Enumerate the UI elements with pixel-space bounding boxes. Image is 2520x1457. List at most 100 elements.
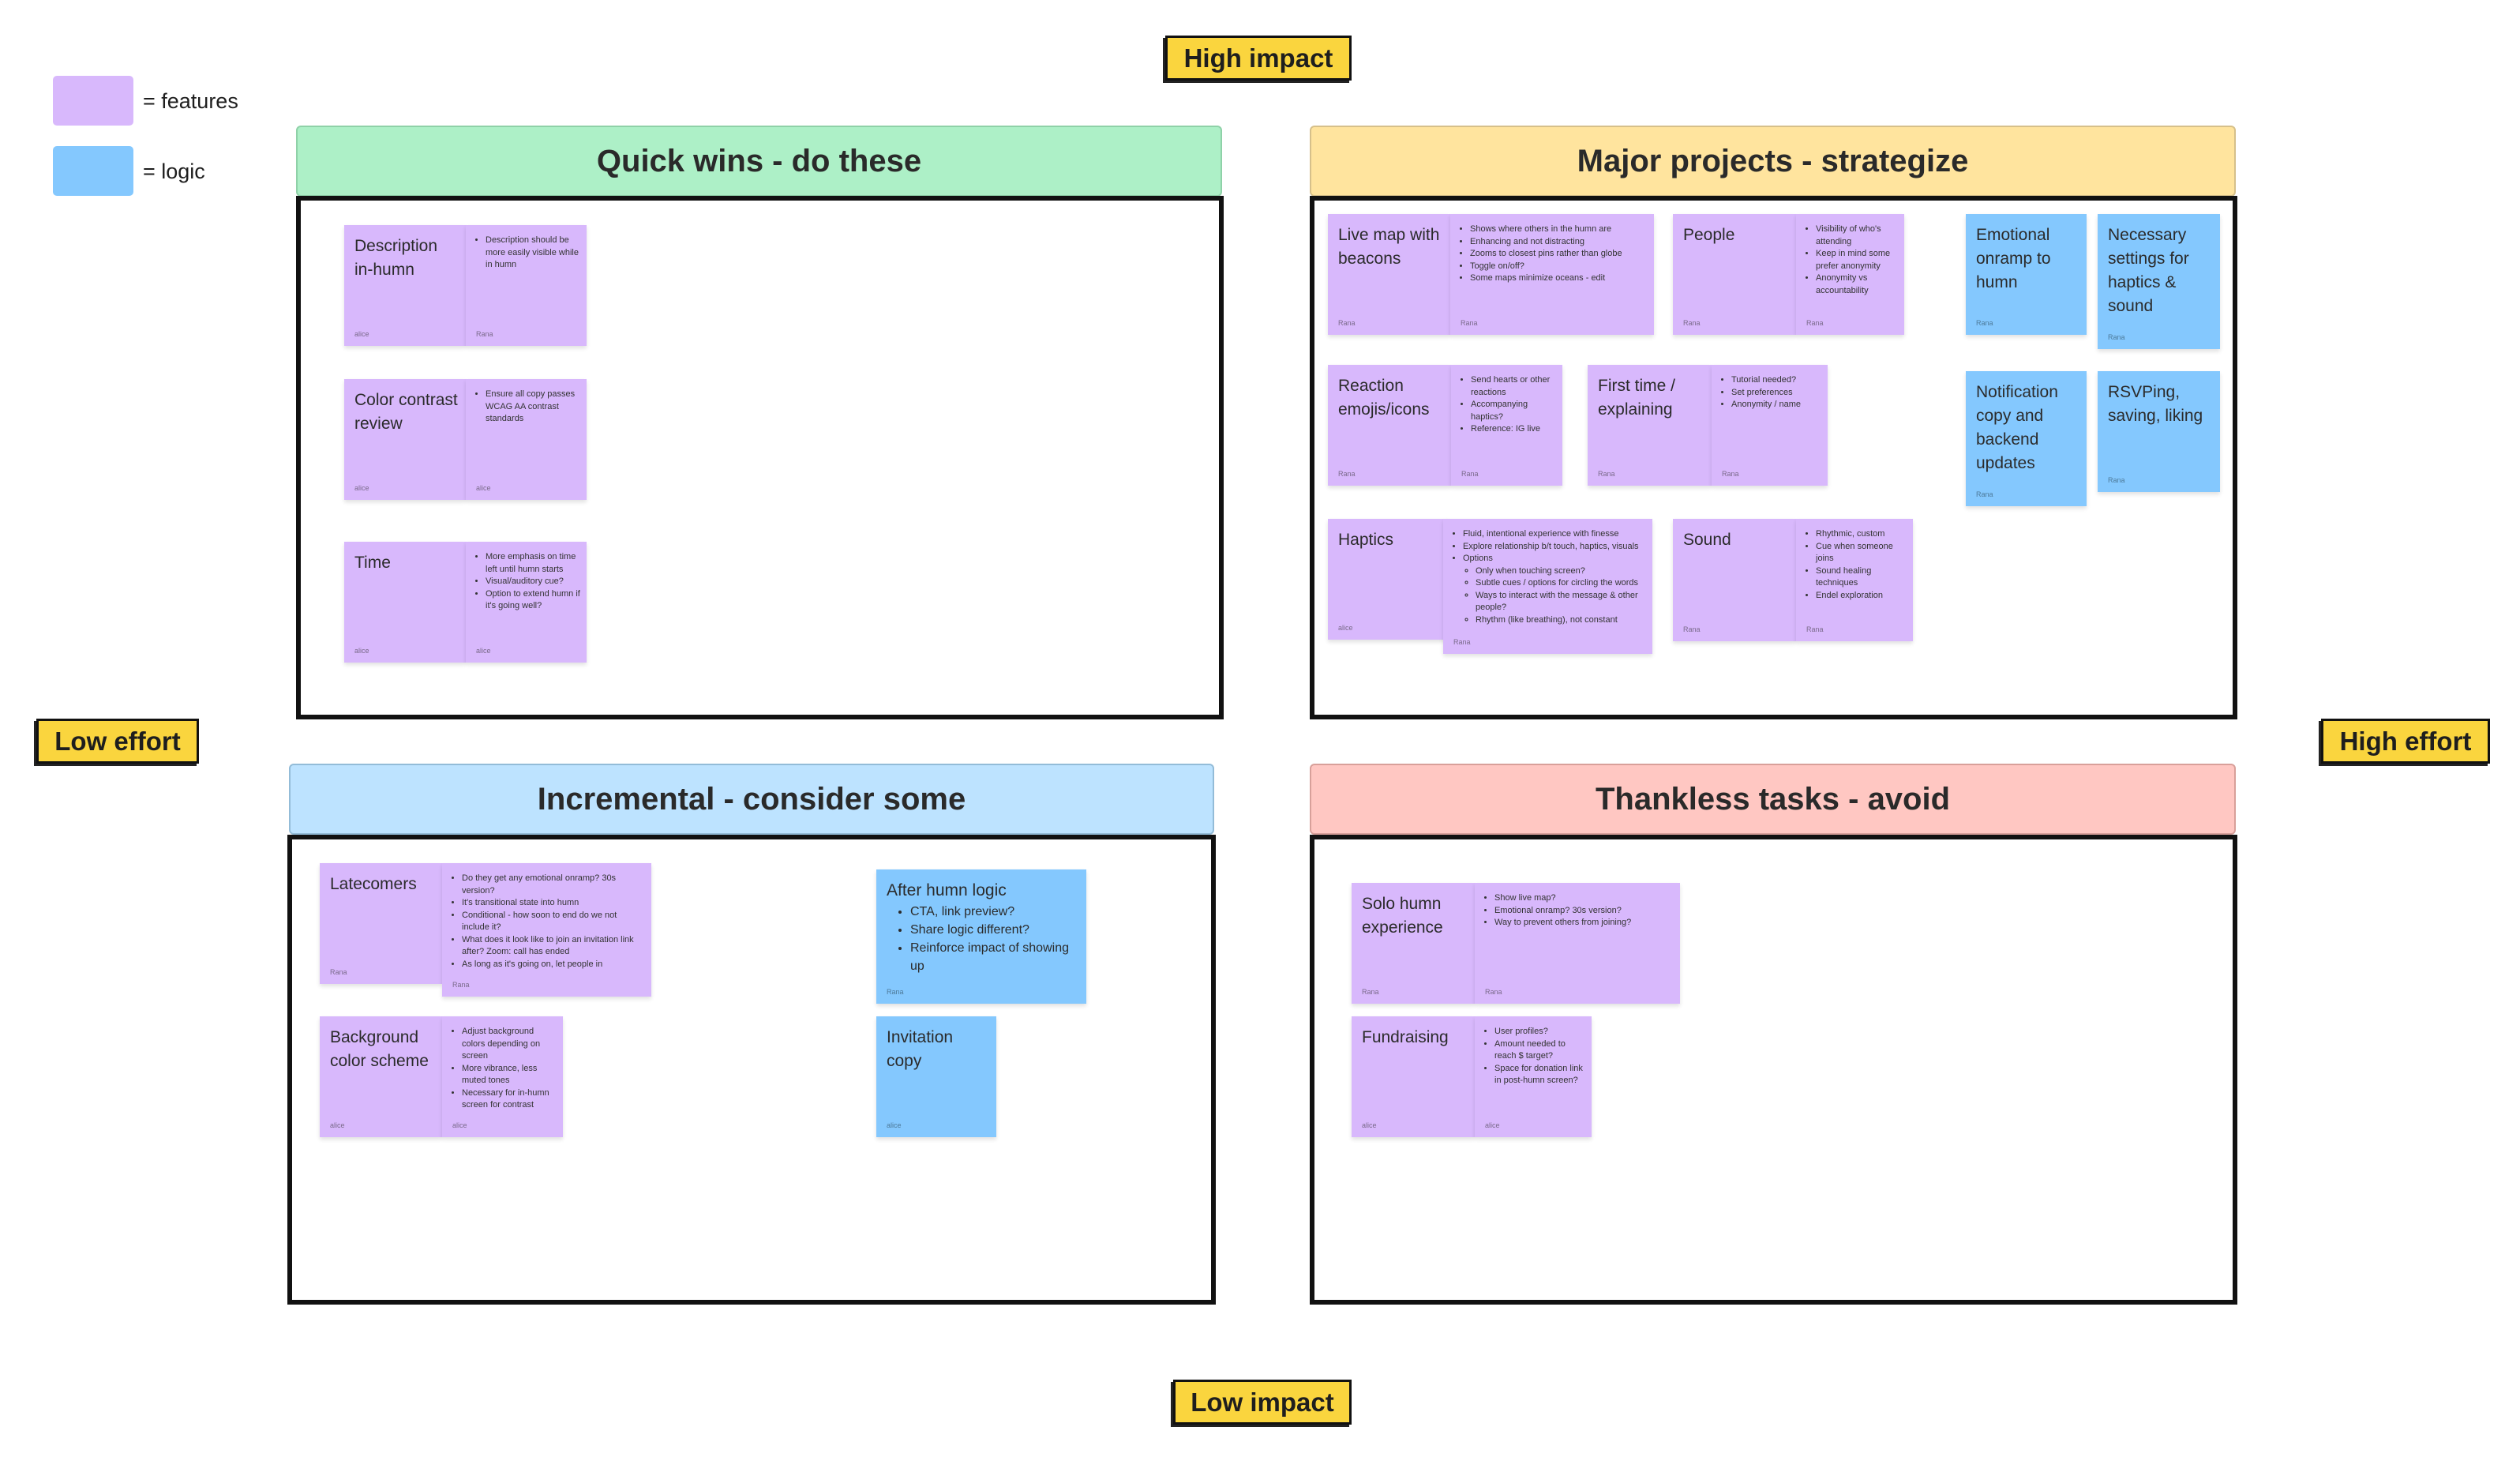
high-effort-label: High effort bbox=[2321, 719, 2490, 764]
bullet-item: More emphasis on time left until humn st… bbox=[486, 551, 582, 576]
note-title-text: After humn logic bbox=[887, 881, 1007, 899]
bullet-list: Send hearts or other reactionsAccompanyi… bbox=[1451, 374, 1558, 436]
note-title: Solo humn experience bbox=[1362, 895, 1443, 937]
note-author: Rana bbox=[1806, 625, 1824, 633]
bullet-item: Emotional onramp? 30s version? bbox=[1494, 905, 1675, 918]
note-title: After humn logicCTA, link preview?Share … bbox=[887, 879, 1080, 975]
bullet-text: Options bbox=[1463, 554, 1493, 563]
note-author: alice bbox=[1362, 1121, 1377, 1129]
bullet-item: Fluid, intentional experience with fines… bbox=[1463, 528, 1648, 541]
bullet-list: Fluid, intentional experience with fines… bbox=[1443, 528, 1648, 626]
bullet-list: Shows where others in the humn areEnhanc… bbox=[1450, 223, 1649, 285]
bullet-item: Enhancing and not distracting bbox=[1470, 236, 1649, 249]
note-author: Rana bbox=[1461, 319, 1478, 327]
note-author: Rana bbox=[452, 981, 470, 989]
sticky-note-details-sound[interactable]: Rhythmic, customCue when someone joinsSo… bbox=[1796, 519, 1913, 641]
note-author: Rana bbox=[887, 988, 904, 996]
bullet-list: CTA, link preview?Share logic different?… bbox=[887, 903, 1080, 975]
bullet-item: Option to extend humn if it's going well… bbox=[486, 588, 582, 613]
note-author: Rana bbox=[1806, 319, 1824, 327]
bullet-item: Endel exploration bbox=[1816, 590, 1908, 603]
note-author: Rana bbox=[2108, 476, 2125, 484]
sticky-note-details-live-map-with-beacons[interactable]: Shows where others in the humn areEnhanc… bbox=[1450, 214, 1654, 335]
note-title: Live map with beacons bbox=[1338, 226, 1440, 268]
sticky-note-details-people[interactable]: Visibility of who's attendingKeep in min… bbox=[1796, 214, 1904, 335]
bullet-item: Set preferences bbox=[1731, 387, 1823, 400]
bullet-item: Some maps minimize oceans - edit bbox=[1470, 272, 1649, 285]
sub-bullet-list: Only when touching screen?Subtle cues / … bbox=[1463, 565, 1648, 627]
note-author: Rana bbox=[1338, 470, 1356, 478]
sticky-note-details-fundraising[interactable]: User profiles?Amount needed to reach $ t… bbox=[1475, 1016, 1592, 1137]
note-author: alice bbox=[1485, 1121, 1500, 1129]
bullet-item: User profiles? bbox=[1494, 1026, 1587, 1038]
note-author: alice bbox=[1338, 624, 1353, 632]
note-title: Color contrast review bbox=[354, 391, 458, 433]
quick-wins-header: Quick wins - do these bbox=[296, 126, 1222, 197]
sticky-note-details-time[interactable]: More emphasis on time left until humn st… bbox=[466, 542, 587, 663]
sticky-note-details-description-in-humn[interactable]: Description should be more easily visibl… bbox=[466, 225, 587, 346]
sticky-note-details-solo-humn-experience[interactable]: Show live map?Emotional onramp? 30s vers… bbox=[1475, 883, 1680, 1004]
note-title: Invitation copy bbox=[887, 1028, 954, 1070]
bullet-item: CTA, link preview? bbox=[910, 903, 1080, 921]
note-author: Rana bbox=[1976, 319, 1993, 327]
note-title: RSVPing, saving, liking bbox=[2108, 383, 2203, 425]
note-author: Rana bbox=[1453, 638, 1471, 646]
sticky-note-details-color-contrast-review[interactable]: Ensure all copy passes WCAG AA contrast … bbox=[466, 379, 587, 500]
sticky-note-after-humn-logic[interactable]: After humn logicCTA, link preview?Share … bbox=[876, 869, 1086, 1004]
sticky-note-details-reaction-emojis-icons[interactable]: Send hearts or other reactionsAccompanyi… bbox=[1451, 365, 1562, 486]
sticky-note-invitation-copy[interactable]: Invitation copy alice bbox=[876, 1016, 996, 1137]
note-author: alice bbox=[476, 484, 491, 492]
bullet-item: Sound healing techniques bbox=[1816, 565, 1908, 590]
bullet-item: Share logic different? bbox=[910, 921, 1080, 939]
bullet-list: User profiles?Amount needed to reach $ t… bbox=[1475, 1026, 1587, 1087]
note-title: Background color scheme bbox=[330, 1028, 429, 1070]
note-author: Rana bbox=[1976, 490, 1993, 498]
bullet-item: Toggle on/off? bbox=[1470, 261, 1649, 273]
note-title: Reaction emojis/icons bbox=[1338, 377, 1430, 419]
note-title: Notification copy and backend updates bbox=[1976, 383, 2058, 472]
note-title: People bbox=[1683, 226, 1735, 244]
sub-bullet-item: Ways to interact with the message & othe… bbox=[1476, 590, 1648, 614]
note-author: Rana bbox=[330, 968, 347, 976]
bullet-item: Adjust background colors depending on sc… bbox=[462, 1026, 558, 1063]
bullet-item: Zooms to closest pins rather than globe bbox=[1470, 248, 1649, 261]
incremental-header: Incremental - consider some bbox=[289, 764, 1214, 835]
sub-bullet-item: Subtle cues / options for circling the w… bbox=[1476, 577, 1648, 590]
sticky-note-details-background-color-scheme[interactable]: Adjust background colors depending on sc… bbox=[442, 1016, 563, 1137]
bullet-item: Space for donation link in post-humn scr… bbox=[1494, 1063, 1587, 1087]
note-title: Description in-humn bbox=[354, 237, 438, 279]
sticky-note-details-first-time-explaining[interactable]: Tutorial needed?Set preferencesAnonymity… bbox=[1712, 365, 1828, 486]
legend-swatch-logic bbox=[53, 146, 133, 196]
note-author: alice bbox=[887, 1121, 902, 1129]
bullet-list: Description should be more easily visibl… bbox=[466, 235, 582, 272]
bullet-item: Accompanying haptics? bbox=[1471, 399, 1558, 423]
sub-bullet-item: Only when touching screen? bbox=[1476, 565, 1648, 578]
note-author: Rana bbox=[1598, 470, 1615, 478]
bullet-list: More emphasis on time left until humn st… bbox=[466, 551, 582, 613]
bullet-item: Anonymity vs accountability bbox=[1816, 272, 1899, 297]
bullet-item: Necessary for in-humn screen for contras… bbox=[462, 1087, 558, 1112]
bullet-item: Explore relationship b/t touch, haptics,… bbox=[1463, 541, 1648, 554]
sticky-note-details-haptics[interactable]: Fluid, intentional experience with fines… bbox=[1443, 519, 1652, 654]
note-author: alice bbox=[476, 647, 491, 655]
note-title: First time / explaining bbox=[1598, 377, 1675, 419]
bullet-item: Show live map? bbox=[1494, 892, 1675, 905]
sticky-note-details-latecomers[interactable]: Do they get any emotional onramp? 30s ve… bbox=[442, 863, 651, 997]
